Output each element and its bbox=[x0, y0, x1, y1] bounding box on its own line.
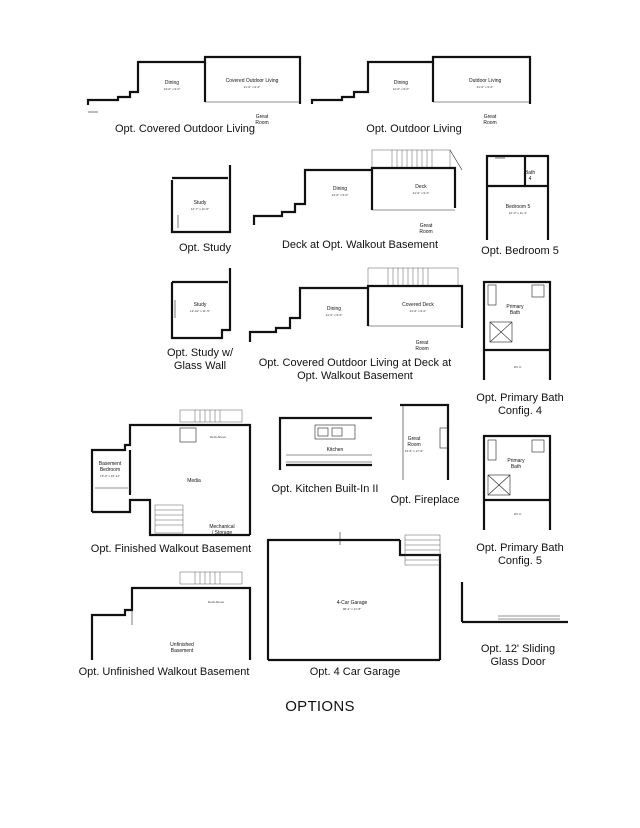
caption-four-car-garage: Opt. 4 Car Garage bbox=[309, 666, 401, 678]
room-label: Dining bbox=[333, 186, 347, 192]
room-label: Bedroom bbox=[100, 467, 120, 473]
svg-text:38'-4" x 17'-8": 38'-4" x 17'-8" bbox=[343, 607, 361, 611]
room-label: Study bbox=[194, 302, 207, 308]
room-label: Study bbox=[194, 200, 207, 206]
plan-finished-walkout: Basement Bedroom 15'-0" x 15'-11" Media … bbox=[90, 409, 252, 537]
caption-covered-outdoor-living: Opt. Covered Outdoor Living bbox=[114, 123, 256, 135]
plan-kitchen-built-in: Kitchen bbox=[278, 416, 372, 470]
room-label: Great bbox=[416, 340, 429, 346]
room-label: Mechanical bbox=[209, 524, 234, 530]
plan-four-car-garage: 4-Car Garage 38'-4" x 17'-8" bbox=[266, 532, 442, 662]
room-label: Room bbox=[483, 120, 496, 126]
svg-text:W.I.C.: W.I.C. bbox=[514, 512, 522, 516]
svg-text:21'-0" x 9'-0": 21'-0" x 9'-0" bbox=[413, 191, 430, 195]
svg-text:12'-10" x 11'-5": 12'-10" x 11'-5" bbox=[190, 309, 210, 313]
plan-study-glass: Study 12'-10" x 11'-5" bbox=[170, 268, 232, 340]
svg-text:12'-7" x 11'-5": 12'-7" x 11'-5" bbox=[191, 207, 209, 211]
room-label: / Storage bbox=[212, 530, 233, 536]
svg-text:14'-0" x 9'-0": 14'-0" x 9'-0" bbox=[326, 313, 343, 317]
plan-outdoor-living: Dining 14'-0" x 9'-0" Outdoor Living 21'… bbox=[310, 55, 532, 126]
svg-text:12'-0" x 11'-1": 12'-0" x 11'-1" bbox=[509, 211, 527, 215]
plan-primary-bath-4: Primary Bath W.I.C. bbox=[482, 280, 552, 380]
room-label: Basement bbox=[99, 461, 122, 467]
room-label: Deck Above bbox=[210, 435, 226, 439]
room-label: Great bbox=[484, 114, 497, 120]
svg-text:21'-0" x 9'-0": 21'-0" x 9'-0" bbox=[244, 85, 261, 89]
svg-text:13'-6" x 17'-0": 13'-6" x 17'-0" bbox=[405, 449, 423, 453]
svg-text:W.I.C.: W.I.C. bbox=[514, 365, 522, 369]
room-label: Unfinished bbox=[170, 642, 194, 648]
room-label: Primary bbox=[506, 304, 524, 310]
caption-study-glass: Opt. Study w/Glass Wall bbox=[166, 347, 234, 372]
svg-text:15'-0" x 15'-11": 15'-0" x 15'-11" bbox=[100, 474, 120, 478]
room-label: Outdoor Living bbox=[469, 78, 502, 84]
room-label: Dining bbox=[165, 80, 179, 86]
room-label: Dining bbox=[327, 306, 341, 312]
page-title: OPTIONS bbox=[285, 698, 355, 715]
room-label: Room bbox=[255, 120, 268, 126]
room-label: Bath bbox=[510, 310, 521, 316]
plan-covered-deck-walkout: Dining 14'-0" x 9'-0" Covered Deck 21'-0… bbox=[248, 267, 464, 352]
svg-text:14'-0" x 9'-0": 14'-0" x 9'-0" bbox=[332, 193, 349, 197]
room-label: Covered Outdoor Living bbox=[226, 78, 279, 84]
room-label: Bath bbox=[525, 170, 536, 176]
room-label: Basement bbox=[171, 648, 194, 654]
plan-study: Study 12'-7" x 11'-5" bbox=[170, 165, 232, 234]
caption-finished-walkout: Opt. Finished Walkout Basement bbox=[90, 543, 252, 555]
room-label: Great bbox=[408, 436, 421, 442]
room-label: Room bbox=[407, 442, 420, 448]
room-label: Primary bbox=[507, 458, 525, 464]
svg-text:14'-0" x 9'-0": 14'-0" x 9'-0" bbox=[164, 87, 181, 91]
plan-covered-outdoor-living: Dining 14'-0" x 9'-0" Covered Outdoor Li… bbox=[86, 55, 302, 126]
plan-sliding-door bbox=[460, 582, 568, 624]
room-label: Bedroom 5 bbox=[506, 204, 531, 210]
room-label: Deck Above bbox=[208, 600, 224, 604]
room-label: Covered Deck bbox=[402, 302, 434, 308]
room-label: Bath bbox=[511, 464, 522, 470]
plan-primary-bath-5: Primary Bath W.I.C. bbox=[482, 434, 552, 530]
room-label: 4-Car Garage bbox=[337, 600, 368, 606]
room-label: Kitchen bbox=[327, 447, 344, 453]
room-label: 4 bbox=[529, 176, 532, 182]
caption-kitchen-built-in: Opt. Kitchen Built-In II bbox=[271, 483, 379, 495]
svg-text:14'-0" x 9'-0": 14'-0" x 9'-0" bbox=[393, 87, 410, 91]
room-label: Media bbox=[187, 478, 201, 484]
plan-deck-walkout: Dining 14'-0" x 9'-0" Deck 21'-0" x 9'-0… bbox=[252, 149, 463, 235]
room-label: Great bbox=[420, 223, 433, 229]
room-label: Dining bbox=[394, 80, 408, 86]
caption-study: Opt. Study bbox=[179, 242, 231, 254]
plan-fireplace: Great Room 13'-6" x 17'-0" bbox=[400, 403, 450, 480]
svg-text:21'-0" x 9'-0": 21'-0" x 9'-0" bbox=[410, 309, 427, 313]
caption-deck-walkout: Deck at Opt. Walkout Basement bbox=[281, 239, 439, 251]
caption-unfinished-walkout: Opt. Unfinished Walkout Basement bbox=[78, 666, 250, 678]
room-label: Room bbox=[419, 229, 432, 235]
caption-fireplace: Opt. Fireplace bbox=[390, 494, 460, 506]
svg-text:21'-0" x 9'-0": 21'-0" x 9'-0" bbox=[477, 85, 494, 89]
plan-unfinished-walkout: Deck Above Unfinished Basement bbox=[90, 571, 252, 660]
caption-outdoor-living: Opt. Outdoor Living bbox=[366, 123, 462, 135]
plan-bedroom-5: Bath 4 Bedroom 5 12'-0" x 11'-1" bbox=[485, 154, 550, 240]
room-label: Great bbox=[256, 114, 269, 120]
room-label: Room bbox=[415, 346, 428, 352]
caption-bedroom-5: Opt. Bedroom 5 bbox=[481, 245, 559, 257]
room-label: Deck bbox=[415, 184, 427, 190]
